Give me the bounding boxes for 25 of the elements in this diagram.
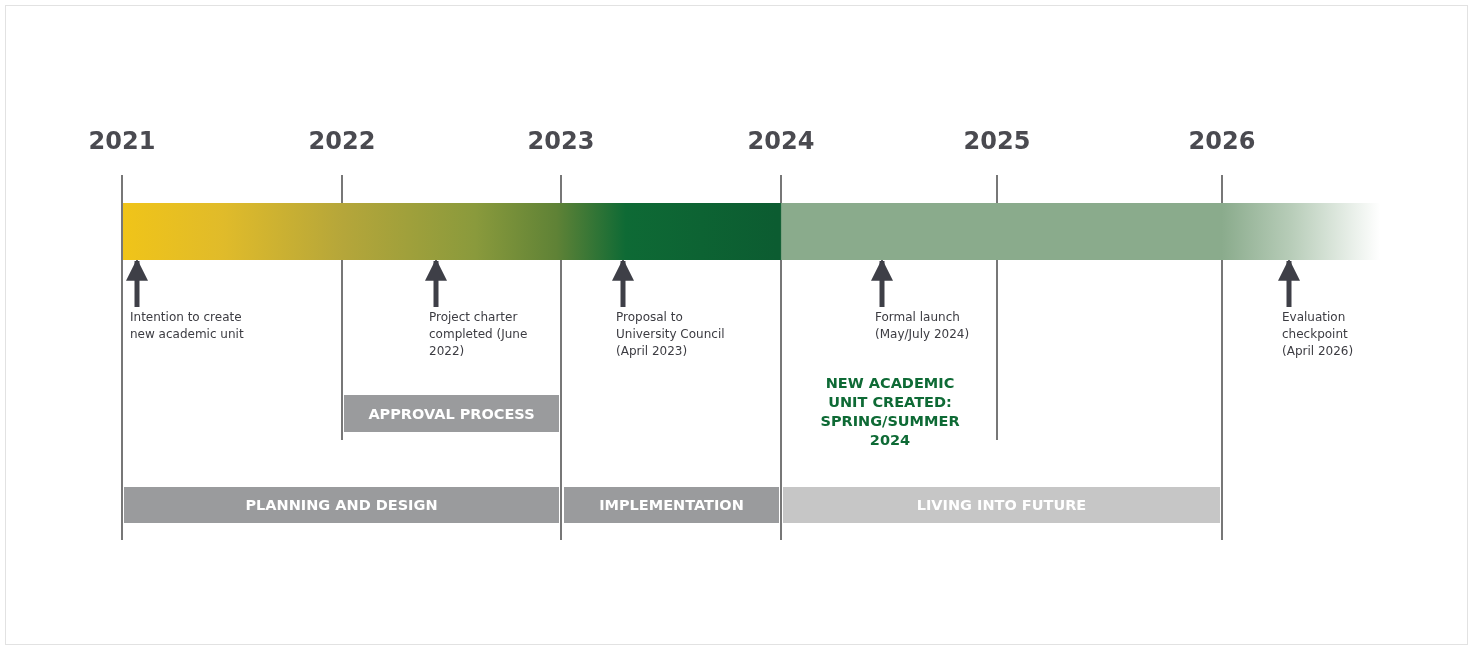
milestone-note: NEW ACADEMIC UNIT CREATED: SPRING/SUMMER 2024 — [819, 374, 961, 450]
milestone-text: Project charter completed (June 2022) — [429, 309, 544, 360]
year-label: 2025 — [962, 127, 1032, 155]
milestone-text: Formal launch (May/July 2024) — [875, 309, 993, 343]
arrow — [425, 258, 447, 307]
milestone-text: Proposal to University Council (April 2023) — [616, 309, 741, 360]
arrow — [126, 258, 148, 307]
milestone-text: Evaluation checkpoint (April 2026) — [1282, 309, 1372, 360]
arrow — [1278, 258, 1300, 307]
year-label: 2024 — [746, 127, 816, 155]
arrow — [871, 258, 893, 307]
year-label: 2022 — [307, 127, 377, 155]
phase-bar — [564, 487, 779, 523]
year-label: 2026 — [1187, 127, 1257, 155]
phase-label: IMPLEMENTATION — [599, 497, 744, 513]
phase-bar — [124, 487, 559, 523]
phase-label: LIVING INTO FUTURE — [916, 497, 1087, 513]
year-label: 2021 — [87, 127, 157, 155]
phase-label: PLANNING AND DESIGN — [245, 497, 438, 513]
phase-bar — [344, 395, 559, 432]
phase-label: APPROVAL PROCESS — [368, 405, 535, 422]
arrow — [612, 258, 634, 307]
year-label: 2023 — [526, 127, 596, 155]
phase-bar — [783, 487, 1220, 523]
milestone-text: Intention to create new academic unit — [130, 309, 265, 343]
